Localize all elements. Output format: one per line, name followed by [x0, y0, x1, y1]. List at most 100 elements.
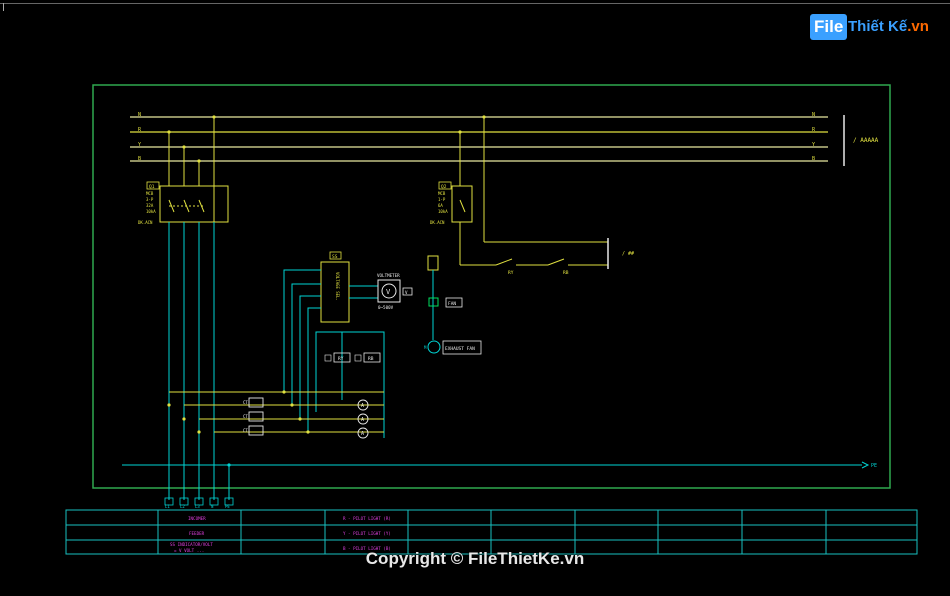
mcb-aux-rating-2: 1-P: [438, 197, 446, 202]
junction-dot: [282, 390, 286, 394]
junction-dot: [197, 159, 201, 163]
mcb-aux[interactable]: Q2 MCB 1-P 6A 10kA DK.ACN: [430, 117, 485, 242]
tb-left-row-4: = V VOLT ...: [174, 548, 204, 553]
junction-dot: [212, 115, 216, 119]
mcb-aux-tag-box: [438, 181, 452, 190]
pe-label: PE: [871, 463, 877, 469]
terminal-pe: [224, 497, 234, 506]
mcb-main-rating-5: DK.ACN: [138, 220, 153, 225]
terminal-n: [209, 497, 219, 506]
mcb-aux-rating-3: 6A: [438, 203, 443, 208]
logo-thiet: Thiết: [848, 18, 884, 35]
mcb-main-rating-3: 32A: [146, 203, 154, 208]
sel-wire: [283, 269, 321, 392]
voltmeter-symbol: V: [386, 288, 391, 296]
mcb-main-tag: Q1: [149, 184, 155, 190]
mcb-main-rating-4: 10kA: [146, 209, 156, 214]
voltmeter-title: VOLTMETER: [377, 273, 400, 278]
logo-domain: .vn: [907, 18, 929, 35]
fan-fuse: [427, 255, 439, 271]
control-circuit: [459, 222, 609, 269]
bus-label-left-r: R: [138, 127, 142, 133]
bus-label-right-y: Y: [812, 142, 815, 148]
ammeter-1-symbol: A: [361, 403, 364, 409]
selector-tag-box: [329, 251, 342, 260]
sel-wire: [291, 283, 321, 405]
terminal-l1: [164, 497, 174, 506]
voltmeter-box: [377, 279, 401, 303]
relay-rb-box: [363, 352, 381, 363]
window-top-border: [0, 0, 950, 4]
logo-file-badge: File: [810, 14, 848, 40]
mcb-main-rating-2: 3-P: [146, 197, 154, 202]
mcb-contact: [168, 199, 175, 213]
pilot-relays: RY RB: [315, 331, 385, 438]
selector-tag: SS: [332, 254, 338, 260]
terminal-l2: [179, 497, 189, 506]
relay-coil: [354, 354, 362, 362]
motor-tag: M: [424, 345, 427, 350]
selector-label: VOLTAGE SEL.: [335, 272, 340, 301]
ammeter-3-symbol: A: [361, 431, 364, 437]
mcb-aux-tag: Q2: [441, 184, 447, 190]
relay-ry-box: [333, 352, 351, 363]
tb-left-row-3: SS INDICATOR/VOLT: [170, 542, 213, 547]
tb-mid-row-3: B - PILOT LIGHT (B): [343, 546, 391, 551]
drawing-frame: [92, 84, 891, 489]
mcb-contact: [459, 199, 466, 213]
tb-left-row-2: FEEDER: [189, 531, 205, 536]
aux-contact-rb-label: RB: [563, 270, 569, 276]
bus-label-left-y: Y: [138, 142, 141, 148]
terminal-strip: L1 L2 L3 N PE: [164, 497, 234, 509]
mcb-main-rating-1: MCB: [146, 191, 154, 196]
ct-1: [248, 397, 264, 408]
ammeter-2-symbol: A: [361, 417, 364, 423]
bus-label-left-n: N: [138, 112, 141, 118]
junction-dot: [227, 463, 231, 467]
selector-box: [320, 261, 350, 323]
junction-dot: [167, 130, 171, 134]
copyright-watermark: Copyright © FileThietKe.vn: [365, 549, 585, 568]
thermostat: [428, 297, 439, 307]
tb-left-row-1: INCOMER: [188, 516, 206, 521]
ct-3: [248, 425, 264, 436]
voltmeter-range: 0~500V: [378, 305, 394, 310]
junction-dot: [167, 403, 171, 407]
aux-contact-rb: [547, 258, 565, 266]
junction-dot: [306, 430, 310, 434]
fan-label-box: [445, 297, 463, 308]
ammeter-2: [357, 413, 369, 425]
site-logo: File Thiết Kế.vn: [810, 14, 929, 42]
ct-2-label: CT: [243, 414, 248, 419]
terminal-label-n: N: [211, 504, 214, 509]
relay-ry-label: RY: [338, 356, 344, 362]
junction-dot: [290, 403, 294, 407]
ct-2: [248, 411, 264, 422]
bus-label-right-r: R: [812, 127, 816, 133]
fan-label: FAN: [448, 301, 456, 307]
mcb-main[interactable]: Q1 MCB 3-P 32A 10kA DK.ACN: [138, 181, 229, 225]
mcb-aux-box: [451, 185, 473, 223]
sel-wire: [307, 307, 321, 432]
terminal-label-l2: L2: [180, 504, 185, 509]
voltage-selector[interactable]: SS VOLTAGE SEL.: [320, 251, 350, 323]
ammeter-3: [357, 427, 369, 439]
logo-ke: Kế: [888, 18, 908, 35]
junction-dot: [182, 417, 186, 421]
busbars: N R Y B N R Y B / AAAAA: [130, 112, 879, 166]
tb-mid-row-1: R - PILOT LIGHT (R): [343, 516, 391, 521]
main-down-leads: [168, 222, 230, 500]
exhaust-fan-label: EXHAUST FAN: [445, 346, 475, 352]
aux-contact-ry: [495, 258, 513, 266]
exhaust-fan-motor: [427, 340, 441, 354]
title-block: [65, 509, 918, 555]
feeder-drops: [168, 117, 215, 222]
tb-mid-row-2: Y - PILOT LIGHT (Y): [343, 531, 391, 536]
voltmeter-tag: V: [405, 290, 408, 295]
voltmeter-tag-box: [402, 287, 413, 296]
incoming-label: / AAAAA: [853, 137, 879, 144]
junction-dot: [182, 145, 186, 149]
terminal-l3: [194, 497, 204, 506]
relay-coil: [324, 354, 332, 362]
